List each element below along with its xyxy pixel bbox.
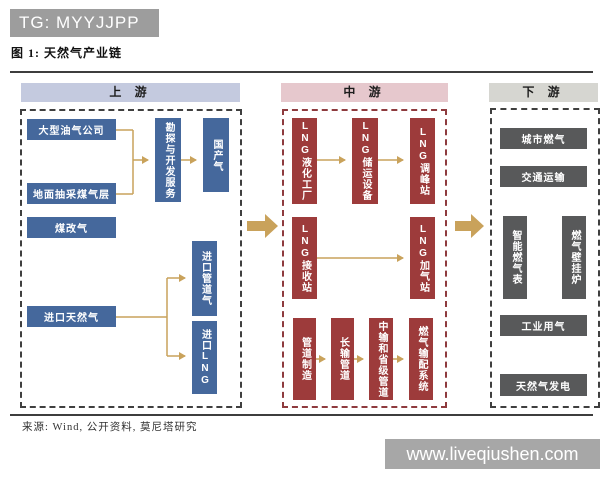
node-label: LNG储运设备 — [360, 121, 371, 201]
node-exploration-development-services: 勘探与开发服务 — [155, 118, 181, 202]
node-gas-distribution-system: 燃气输配系统 — [409, 318, 433, 400]
node-label: 进口管道气 — [199, 251, 211, 306]
node-label: 勘探与开发服务 — [163, 121, 174, 199]
midstream-panel — [282, 109, 447, 408]
node-label: 燃气输配系统 — [416, 326, 427, 392]
node-imported-lng: 进口LNG — [192, 321, 217, 394]
node-label: LNG调峰站 — [417, 126, 429, 196]
node-label: LNG接收站 — [299, 223, 311, 293]
node-transportation: 交通运输 — [500, 166, 587, 187]
node-long-distance-pipeline: 长输管道 — [331, 318, 354, 400]
top-divider-line — [10, 71, 593, 73]
upstream-panel — [20, 109, 242, 408]
node-lng-storage-transport-equipment: LNG储运设备 — [352, 118, 378, 204]
node-label: LNG加气站 — [417, 223, 429, 293]
node-imported-pipeline-gas: 进口管道气 — [192, 241, 217, 316]
node-mid-provincial-pipeline: 中输和省级管道 — [369, 318, 393, 400]
node-label: 智能燃气表 — [510, 230, 521, 285]
downstream-header: 下 游 — [489, 83, 598, 102]
midstream-to-downstream-arrow — [455, 214, 484, 238]
upstream-to-midstream-arrow — [247, 214, 278, 238]
node-label: 燃气壁挂炉 — [569, 230, 580, 285]
node-imported-natural-gas: 进口天然气 — [27, 306, 116, 327]
node-lng-peak-shaving-station: LNG调峰站 — [410, 118, 435, 204]
downstream-panel — [490, 108, 600, 408]
node-industrial-gas: 工业用气 — [500, 315, 587, 336]
node-lng-receiving-terminal: LNG接收站 — [292, 217, 317, 299]
upstream-header: 上 游 — [21, 83, 240, 102]
node-gas-wall-boiler: 燃气壁挂炉 — [562, 216, 586, 299]
node-surface-coalbed-methane: 地面抽采煤气层 — [27, 183, 116, 204]
node-label: 中输和省级管道 — [376, 320, 387, 398]
node-lng-liquefaction-plant: LNG液化工厂 — [292, 118, 317, 204]
bottom-divider-line — [10, 414, 593, 416]
node-label: 进口LNG — [199, 328, 211, 387]
node-gas-power-generation: 天然气发电 — [500, 374, 587, 396]
node-label: 国产气 — [211, 138, 222, 172]
node-coal-to-gas: 煤改气 — [27, 217, 116, 238]
node-lng-refueling-station: LNG加气站 — [410, 217, 435, 299]
channel-tag-watermark: TG: MYYJJPP — [10, 9, 159, 37]
node-domestic-gas: 国产气 — [203, 118, 229, 192]
node-major-oil-gas-companies: 大型油气公司 — [27, 119, 116, 140]
node-label: LNG液化工厂 — [299, 121, 311, 201]
node-smart-gas-meter: 智能燃气表 — [503, 216, 527, 299]
node-label: 长输管道 — [337, 337, 349, 381]
midstream-header: 中 游 — [281, 83, 448, 102]
source-note: 来源: Wind, 公开资料, 莫尼塔研究 — [22, 422, 198, 433]
site-watermark: www.liveqiushen.com — [385, 439, 600, 469]
node-label: 管道制造 — [299, 337, 311, 381]
node-pipeline-manufacturing: 管道制造 — [293, 318, 316, 400]
node-city-gas: 城市燃气 — [500, 128, 587, 149]
figure-title: 图 1: 天然气产业链 — [11, 46, 122, 60]
